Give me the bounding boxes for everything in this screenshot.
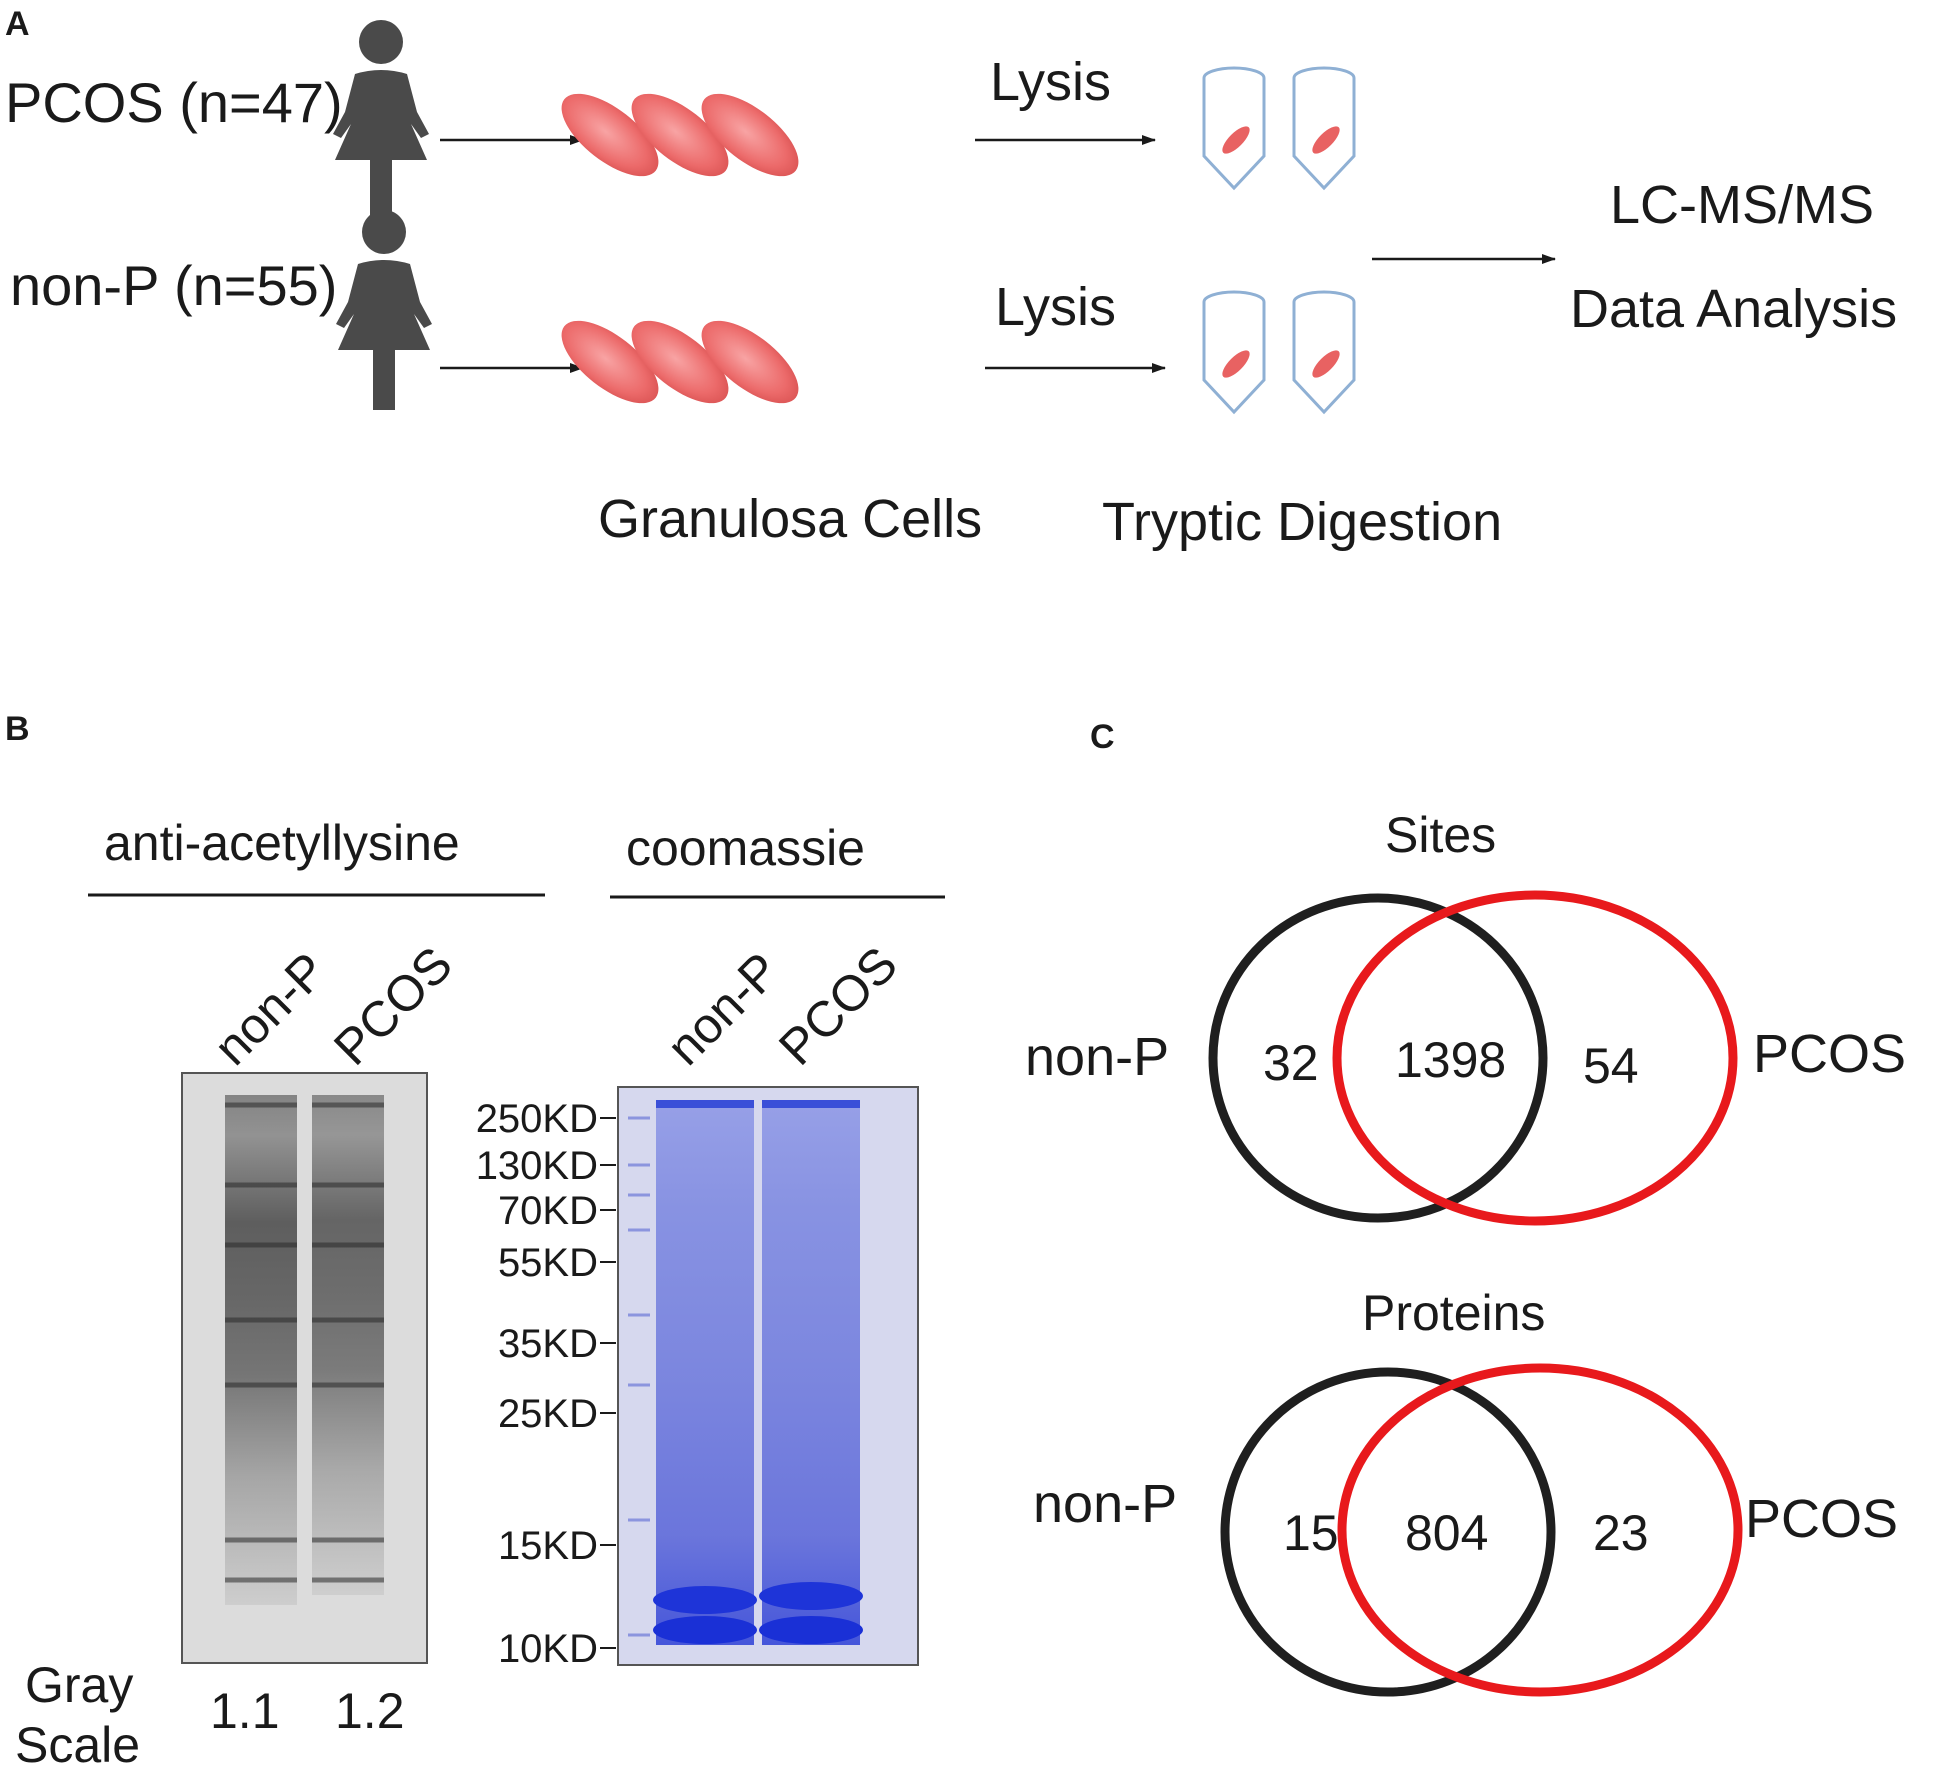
blot-lane-label-non-p: non-P	[203, 942, 337, 1076]
venn-sites-left-only: 32	[1263, 1035, 1319, 1091]
marker-label-55kd: 55KD	[498, 1241, 598, 1285]
venn-proteins-right-only: 23	[1593, 1505, 1649, 1561]
venn-sites-left-label: non-P	[1025, 1027, 1169, 1087]
venn-sites: Sites non-P PCOS 32 1398 54	[1025, 807, 1906, 1226]
stain-lane-label-non-p: non-P	[656, 942, 790, 1076]
data-analysis-label: Data Analysis	[1570, 279, 1897, 339]
venn-proteins-title: Proteins	[1362, 1285, 1545, 1341]
person-icon-non-p	[336, 210, 432, 410]
venn-proteins-left-only: 15	[1283, 1505, 1339, 1561]
panel-a-letter: A	[5, 5, 30, 43]
venn-sites-right-only: 54	[1583, 1038, 1639, 1094]
gray-value-pcos: 1.2	[335, 1683, 405, 1739]
marker-label-35kd: 35KD	[498, 1322, 598, 1366]
venn-sites-title: Sites	[1385, 807, 1496, 863]
venn-sites-overlap: 1398	[1395, 1032, 1506, 1088]
panel-c-letter: C	[1090, 718, 1115, 756]
panel-b: B anti-acetyllysine coomassie non-P PCOS…	[5, 710, 945, 1773]
coomassie-gel-image	[617, 1086, 919, 1666]
marker-label-250kd: 250KD	[476, 1097, 598, 1141]
marker-label-70kd: 70KD	[498, 1189, 598, 1233]
marker-label-10kd: 10KD	[498, 1627, 598, 1671]
blot-lane-label-pcos: PCOS	[323, 936, 463, 1076]
gray-value-non-p: 1.1	[210, 1683, 280, 1739]
tube-icon-bottom-1	[1202, 290, 1266, 414]
venn-proteins-pcos-circle	[1337, 1363, 1743, 1697]
gray-scale-label-line1: Gray	[25, 1657, 133, 1713]
venn-proteins-non-p-circle	[1220, 1367, 1556, 1697]
blot-title: anti-acetyllysine	[104, 815, 460, 871]
granulosa-cells-icon-top	[548, 78, 812, 192]
tube-icon-bottom-2	[1292, 290, 1356, 414]
granulosa-cells-icon-bottom	[548, 305, 812, 419]
stain-title: coomassie	[626, 820, 865, 876]
granulosa-cells-caption: Granulosa Cells	[598, 489, 982, 549]
venn-proteins-left-label: non-P	[1033, 1474, 1177, 1534]
venn-sites-non-p-circle	[1208, 893, 1548, 1223]
lysis-label-top: Lysis	[990, 52, 1111, 112]
venn-sites-right-label: PCOS	[1753, 1024, 1906, 1084]
panel-a: A PCOS (n=47) non-P (n=55) Lysis Lysis L…	[5, 5, 1897, 552]
panel-b-letter: B	[5, 710, 30, 748]
venn-sites-pcos-circle	[1332, 890, 1738, 1226]
pcos-group-label: PCOS (n=47)	[5, 71, 343, 134]
venn-proteins-overlap: 804	[1405, 1505, 1488, 1561]
person-icon-pcos	[333, 20, 429, 220]
tube-icon-top-2	[1292, 66, 1356, 190]
gray-scale-label-line2: Scale	[15, 1717, 140, 1773]
tryptic-digestion-caption: Tryptic Digestion	[1102, 492, 1502, 552]
lc-ms-label: LC-MS/MS	[1610, 175, 1874, 235]
stain-lane-label-pcos: PCOS	[768, 936, 908, 1076]
marker-label-15kd: 15KD	[498, 1524, 598, 1568]
panel-c: C Sites non-P PCOS 32 1398 54 Proteins n…	[1025, 718, 1906, 1697]
venn-proteins: Proteins non-P PCOS 15 804 23	[1033, 1285, 1898, 1697]
marker-label-130kd: 130KD	[476, 1144, 598, 1188]
non-p-group-label: non-P (n=55)	[10, 254, 337, 317]
marker-tick-lines	[600, 1117, 616, 1649]
lysis-label-bottom: Lysis	[995, 277, 1116, 337]
venn-proteins-right-label: PCOS	[1745, 1489, 1898, 1549]
marker-label-25kd: 25KD	[498, 1392, 598, 1436]
western-blot-image	[181, 1072, 428, 1664]
tube-icon-top-1	[1202, 66, 1266, 190]
